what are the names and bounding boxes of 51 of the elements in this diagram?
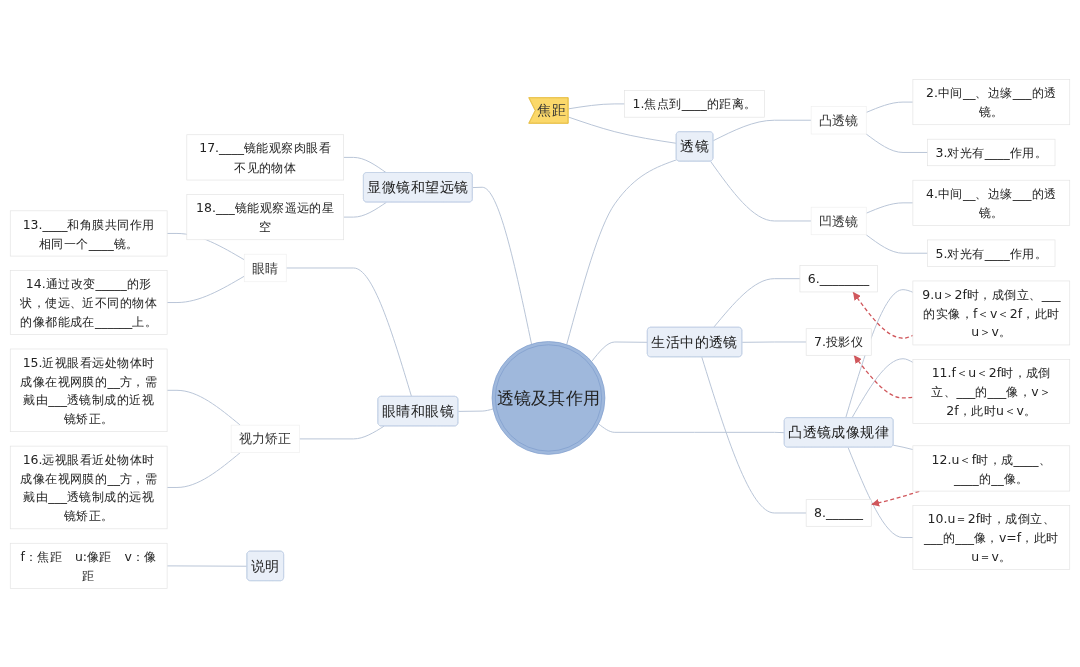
connector: [566, 158, 678, 345]
connector: [285, 267, 413, 397]
arrow: [853, 354, 914, 399]
connector: [166, 564, 248, 567]
connector: [701, 356, 807, 513]
connector: [343, 201, 387, 218]
node-box: 13.____和角膜共同作用相同一个____镜。: [9, 209, 168, 256]
node-box: 1.焦点到____的距离。: [624, 89, 765, 117]
node-box: 17.____镜能观察肉眼看不见的物体: [186, 133, 344, 180]
node-box: 15.近视眼看远处物体时成像在视网膜的__方，需戴由___透镜制成的近视镜矫正。: [9, 348, 168, 432]
connector: [712, 119, 812, 141]
node-box: 5.对光有____作用。: [927, 239, 1056, 267]
node-box: 12.u＜f时，成____、____的__像。: [912, 444, 1071, 491]
connector: [598, 422, 786, 433]
connector: [865, 133, 929, 153]
node-box: 10.u＝2f时，成倒立、___的___像，v=f，此时u＝v。: [912, 504, 1071, 570]
node-box: 8.______: [805, 498, 872, 527]
node-box: 16.远视眼看近处物体时成像在视网膜的__方，需戴由___透镜制成的远视镜矫正。: [9, 445, 168, 529]
node-box: f：焦距 u:像距 v：像距: [9, 542, 168, 589]
node-box: 7.投影仪: [805, 327, 872, 356]
connector: [865, 233, 929, 254]
connector: [851, 357, 914, 418]
connector: [166, 451, 241, 488]
node-box: 眼睛: [243, 253, 287, 282]
connector: [892, 444, 914, 450]
connector: [298, 425, 385, 439]
connector: [847, 446, 914, 538]
arrow: [870, 489, 921, 507]
connector: [741, 341, 807, 343]
node-box: 9.u＞2f时，成倒立、___的实像，f＜v＜2f，此时u＞v。: [912, 280, 1071, 345]
connector: [567, 102, 626, 109]
connector: [865, 101, 914, 113]
connector: [710, 160, 812, 221]
connector: [457, 407, 494, 412]
connector: [567, 116, 677, 144]
node-box: 4.中间__、边缘___的透镜。: [912, 179, 1071, 226]
node-box: 14.通过改变_____的形状，使远、近不同的物体的像都能成在______上。: [9, 269, 168, 335]
connector: [713, 277, 801, 328]
connector: [166, 389, 241, 426]
connector: [166, 275, 245, 303]
node-box: 凸透镜: [810, 105, 867, 134]
node-box: 2.中间__、边缘___的透镜。: [912, 78, 1071, 125]
node-box: 凹透镜: [810, 206, 867, 235]
node-box: 3.对光有____作用。: [927, 138, 1056, 166]
node-box: 视力矫正: [230, 424, 300, 453]
node-box: 6.________: [799, 264, 878, 292]
node-box: 11.f＜u＜2f时，成倒立、___的___像，v＞2f，此时u＜v。: [912, 358, 1071, 424]
node-box: 18.___镜能观察遥远的星空: [186, 193, 344, 240]
connector: [865, 201, 914, 214]
connector: [472, 186, 533, 345]
connector: [591, 341, 649, 362]
